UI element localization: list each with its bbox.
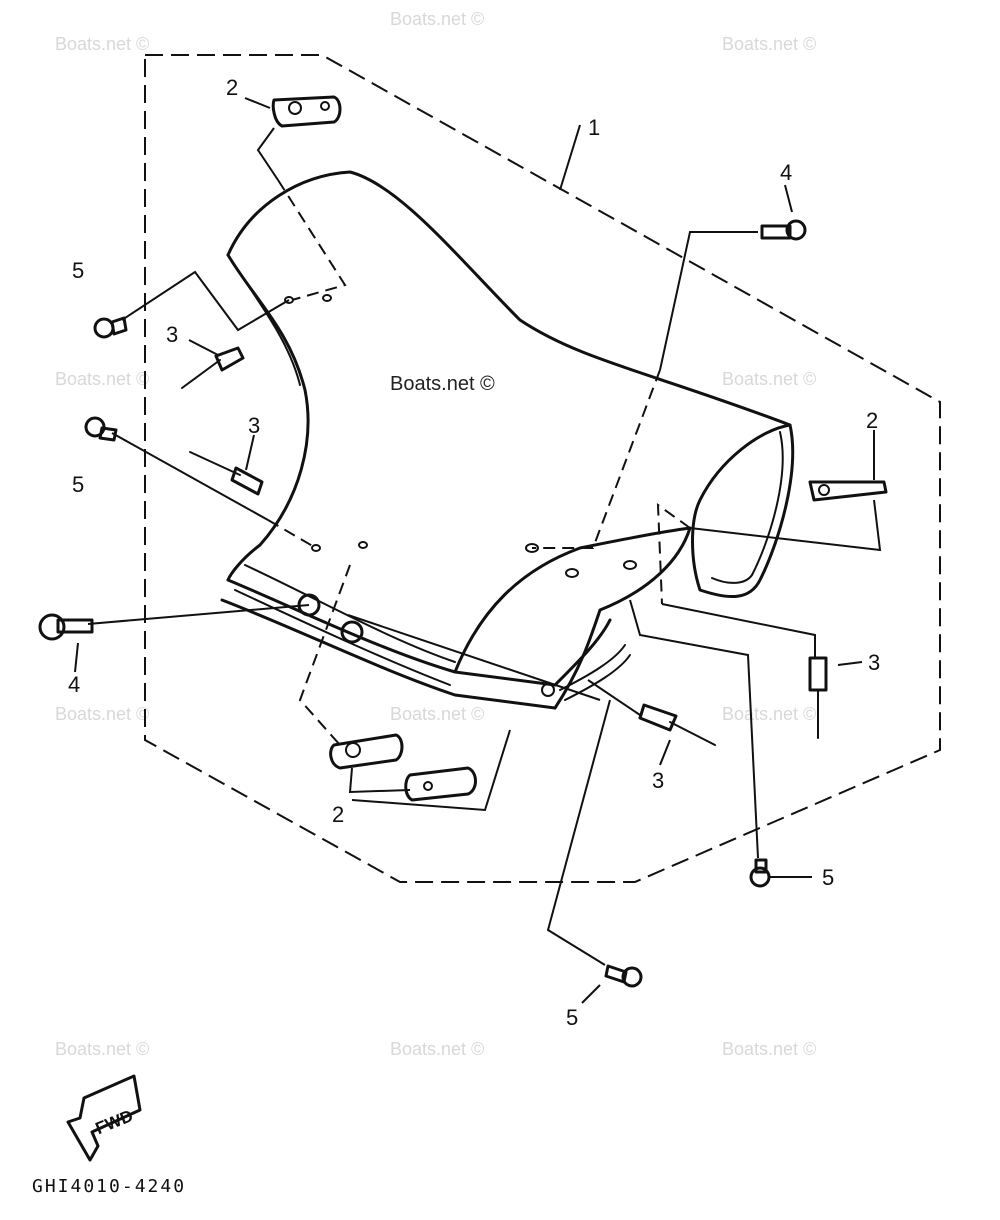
bolt-mid-left bbox=[84, 416, 118, 442]
leader-lines bbox=[74, 97, 882, 1004]
rivet-upper-left bbox=[181, 346, 245, 389]
bolt-bottom bbox=[604, 964, 643, 988]
watermark: Boats.net © bbox=[55, 34, 149, 54]
bracket-right bbox=[808, 480, 888, 502]
watermark: Boats.net © bbox=[390, 704, 484, 724]
callout-bolt-upper-left: 5 bbox=[72, 258, 84, 283]
rivet-mid-left bbox=[189, 451, 264, 496]
bolt-upper-left bbox=[93, 316, 128, 339]
screw-left bbox=[38, 613, 94, 641]
callout-rivet-upper-left: 3 bbox=[166, 322, 178, 347]
callout-bracket-bottom: 2 bbox=[332, 802, 344, 827]
callouts: 1 2 2 2 3 3 3 3 4 4 5 5 5 5 bbox=[68, 75, 880, 1030]
watermark: Boats.net © bbox=[55, 369, 149, 389]
screw-top-right bbox=[760, 219, 807, 241]
watermark-group: Boats.net © Boats.net © Boats.net © Boat… bbox=[55, 9, 816, 1059]
watermark: Boats.net © bbox=[390, 9, 484, 29]
diagram-code: GHI4010-4240 bbox=[32, 1176, 186, 1197]
bracket-top bbox=[271, 95, 342, 128]
assembly-boundary bbox=[144, 54, 941, 883]
callout-bolt-mid-left: 5 bbox=[72, 472, 84, 497]
callout-bracket-right: 2 bbox=[866, 408, 878, 433]
callout-bolt-bottom: 5 bbox=[566, 1005, 578, 1030]
watermark: Boats.net © bbox=[390, 1039, 484, 1059]
callout-screw-top-right: 4 bbox=[780, 160, 792, 185]
watermark: Boats.net © bbox=[722, 369, 816, 389]
bracket-bottom-right bbox=[404, 766, 477, 802]
watermark: Boats.net © bbox=[55, 1039, 149, 1059]
callout-bracket-top: 2 bbox=[226, 75, 238, 100]
watermark: Boats.net © bbox=[55, 704, 149, 724]
watermark: Boats.net © bbox=[722, 704, 816, 724]
fwd-arrow-icon: FWD bbox=[66, 1074, 142, 1162]
lower-cover-part bbox=[220, 170, 795, 710]
callout-screw-left: 4 bbox=[68, 672, 80, 697]
callout-part-1: 1 bbox=[588, 115, 600, 140]
rivet-bottom bbox=[638, 703, 716, 746]
bolt-right bbox=[749, 858, 771, 888]
watermark: Boats.net © bbox=[722, 34, 816, 54]
callout-rivet-bottom: 3 bbox=[652, 768, 664, 793]
callout-rivet-right: 3 bbox=[868, 650, 880, 675]
callout-rivet-mid-left: 3 bbox=[248, 413, 260, 438]
callout-bolt-right: 5 bbox=[822, 865, 834, 890]
center-watermark: Boats.net © bbox=[390, 373, 495, 395]
fwd-label: FWD bbox=[93, 1106, 136, 1138]
watermark: Boats.net © bbox=[722, 1039, 816, 1059]
rivet-right bbox=[808, 656, 828, 739]
bracket-bottom-left bbox=[329, 733, 404, 770]
